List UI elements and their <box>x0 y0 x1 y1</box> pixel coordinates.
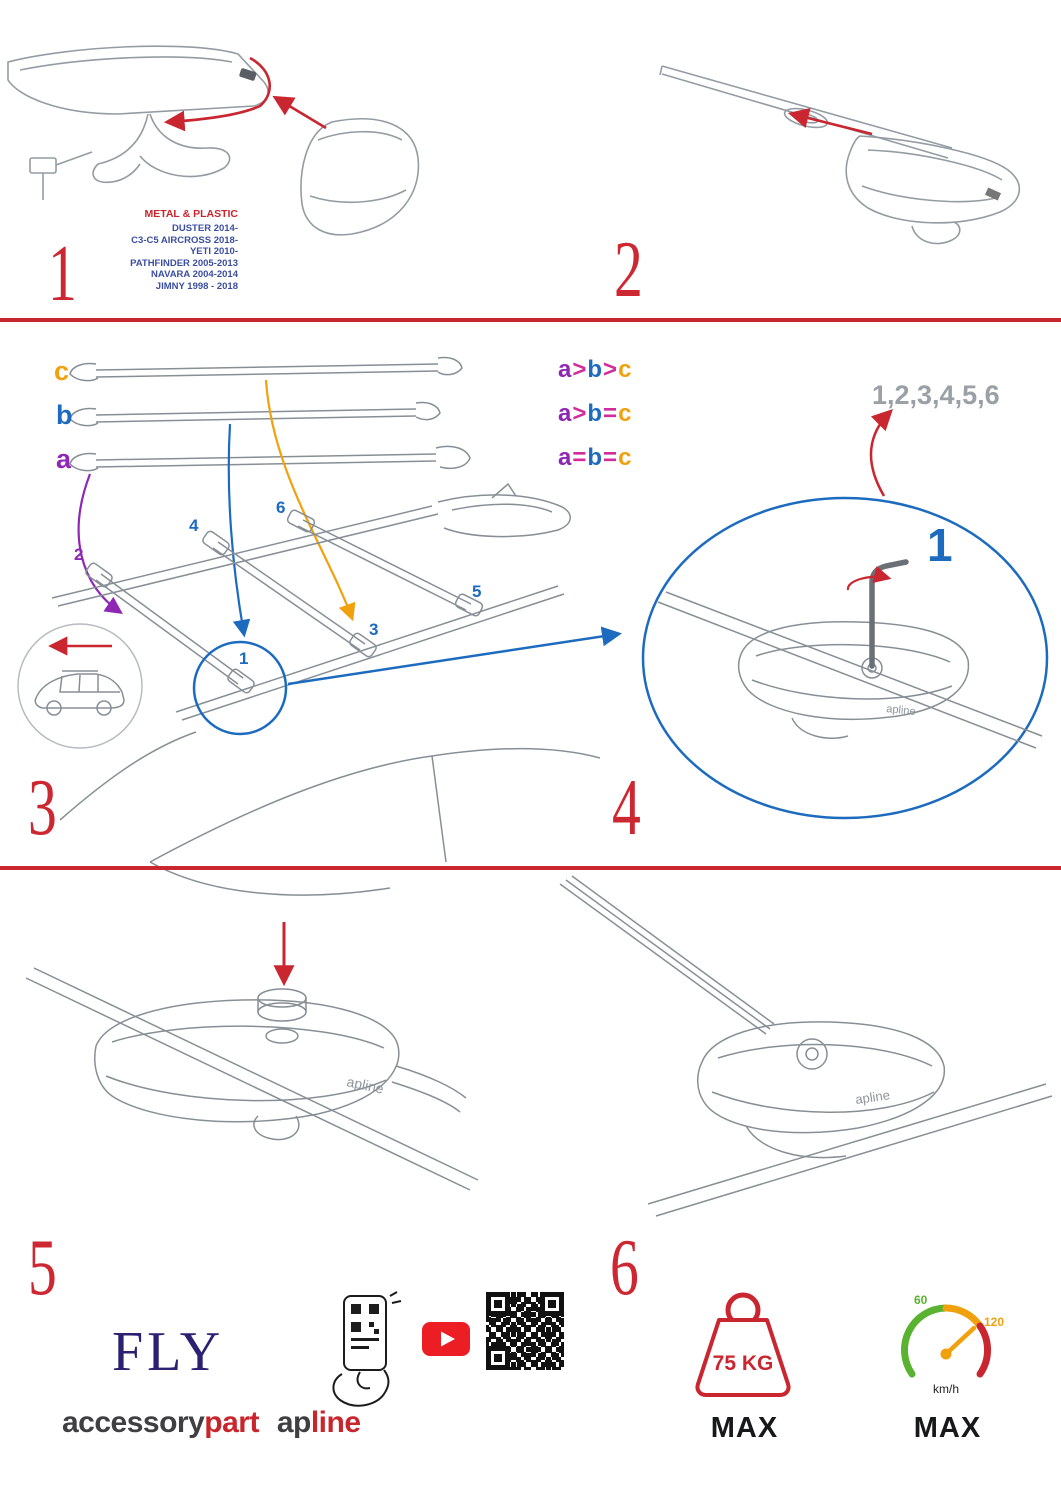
position-1: 1 <box>239 649 249 668</box>
position-4: 4 <box>189 516 199 535</box>
step2-number: 2 <box>614 226 643 314</box>
legend-line-1: a>b>c <box>558 356 633 383</box>
brand-line: line <box>310 1406 361 1439</box>
step5-number: 5 <box>28 1224 57 1312</box>
weight-value: 75 KG <box>713 1352 774 1375</box>
brand-logos: accessorypart apline <box>62 1406 361 1440</box>
legend-line-2: a>b=c <box>558 400 633 427</box>
step3-step4-illustrations: apline <box>17 356 1049 896</box>
step6-number: 6 <box>610 1224 639 1312</box>
brand-ap: ap <box>276 1406 312 1439</box>
qr-finder-pattern <box>540 1292 564 1316</box>
crossbar-b-drawing <box>69 401 441 427</box>
qr-finder-pattern <box>486 1292 510 1316</box>
crossbar-a-drawing <box>69 445 471 472</box>
speed-60-label: 60 <box>914 1293 928 1307</box>
model-item: C3-C5 AIRCROSS 2018- <box>131 234 238 246</box>
step4-number: 4 <box>612 764 641 852</box>
step1-step2-illustrations <box>7 45 1021 245</box>
crossbar-c-drawing <box>69 356 463 382</box>
step1-number: 1 <box>48 230 77 318</box>
qr-code <box>486 1292 564 1370</box>
material-label: METAL & PLASTIC <box>144 208 238 220</box>
sequence-first-number: 1 <box>927 519 953 571</box>
position-5: 5 <box>472 582 482 601</box>
speed-unit-label: km/h <box>933 1382 959 1396</box>
zoom-source-circle <box>192 640 288 736</box>
model-item: JIMNY 1998 - 2018 <box>155 280 238 292</box>
position-2: 2 <box>74 545 84 564</box>
step2-bar-end-drawing <box>659 65 1021 245</box>
apline-logo-text: apline <box>345 1073 385 1096</box>
model-item: YETI 2010- <box>189 246 238 257</box>
bar-label-b: b <box>56 400 73 430</box>
tightening-sequence: 1,2,3,4,5,6 <box>872 380 1000 410</box>
step6-installed-foot-drawing: apline <box>559 875 1053 1217</box>
step5-foot-knob-drawing: apline <box>25 922 479 1191</box>
bar-label-a: a <box>56 444 72 474</box>
section-divider <box>0 866 1061 870</box>
car-inset-drawing <box>17 623 143 749</box>
model-item: DUSTER 2014- <box>172 223 238 234</box>
connector-b-curve <box>227 423 251 638</box>
zoom-pointer-arrow <box>287 626 622 686</box>
connector-c-curve <box>264 379 356 622</box>
position-3: 3 <box>369 620 379 639</box>
brand-part: part <box>204 1406 259 1439</box>
speed-max-label: MAX <box>913 1412 982 1444</box>
apline-logo-text: apline <box>854 1087 890 1107</box>
max-weight-icon: 75 KG <box>695 1292 791 1397</box>
bar-label-c: c <box>54 356 70 386</box>
step3-number: 3 <box>28 764 57 852</box>
weight-max-label: MAX <box>710 1412 779 1444</box>
brand-accessory: accessory <box>62 1406 205 1439</box>
step1-bar-clamp-drawing <box>7 45 420 236</box>
position-6: 6 <box>276 498 286 517</box>
step5-step6-illustrations: apline apline <box>25 875 1053 1217</box>
connector-a-curve <box>77 473 123 614</box>
legend-line-3: a=b=c <box>558 444 633 471</box>
model-item: PATHFINDER 2005-2013 <box>130 257 238 269</box>
roof-drawing <box>51 482 601 896</box>
scan-phone-icon <box>332 1291 402 1407</box>
bar-length-legend: a>b>c a>b=c a=b=c <box>558 356 632 488</box>
product-name: FLY <box>112 1321 225 1383</box>
apline-logo-text: apline <box>886 703 916 718</box>
step1-compatibility-text: METAL & PLASTIC DUSTER 2014- C3-C5 AIRCR… <box>60 208 238 292</box>
model-item: NAVARA 2004-2014 <box>151 269 238 280</box>
speed-120-label: 120 <box>984 1315 1004 1329</box>
section-divider <box>0 318 1061 322</box>
youtube-icon <box>422 1322 470 1356</box>
max-speed-icon: 60 120 km/h <box>900 1293 1004 1396</box>
qr-finder-pattern <box>486 1346 510 1370</box>
step4-zoom-drawing: apline <box>641 409 1049 820</box>
model-list: DUSTER 2014- C3-C5 AIRCROSS 2018- YETI 2… <box>60 223 238 292</box>
